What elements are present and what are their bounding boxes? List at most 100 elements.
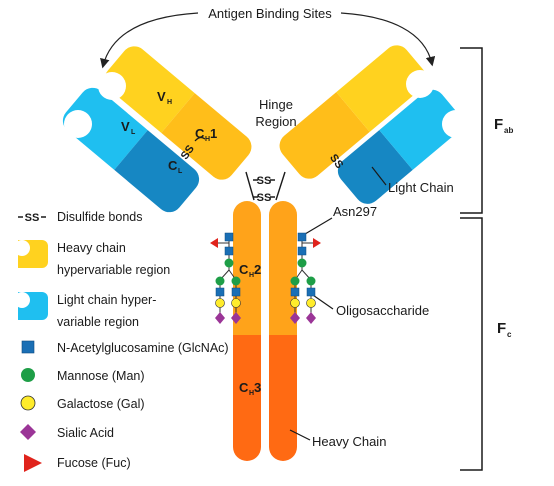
svg-text:variable region: variable region [57,315,139,329]
left-heavy-ch1-domain [161,93,252,180]
left-arc-arrow [100,12,199,69]
sialic-acid-diamond-icon [215,312,225,324]
antigen-binding-sites-title: Antigen Binding Sites [208,6,332,21]
svg-text:L: L [131,129,136,136]
svg-text:H: H [249,390,254,397]
right-heavy-stem-ch2 [269,201,297,335]
glcnac-square-icon [297,232,307,242]
svg-text:H: H [167,99,172,106]
mannose-circle-icon [215,276,225,286]
hinge-disulfide-bonds: SS SS [253,175,275,204]
svg-text:hypervariable region: hypervariable region [57,263,170,277]
svg-text:Fucose (Fuc): Fucose (Fuc) [57,456,131,470]
left-fab-arm [62,46,252,213]
fucose-triangle-icon [313,238,321,248]
left-arm-disulfide-link [194,136,206,142]
legend-item-sialic-acid: Sialic Acid [20,424,114,440]
yellow-circle-icon [20,395,36,411]
glcnac-square-icon [297,246,307,256]
galactose-circle-icon [306,298,316,308]
right-arc-arrow [340,12,436,67]
light-chain-label: Light Chain [388,180,454,195]
disulfide-bond-icon: SS [25,212,40,224]
cl-label: C [168,158,178,173]
left-glycan-chain [210,232,241,324]
light-chain-leader [371,166,387,186]
heavy-chain-label: Heavy Chain [312,434,386,449]
left-light-binding-notch [64,110,92,138]
svg-text:Light chain hyper-: Light chain hyper- [57,293,156,307]
red-triangle-icon [24,454,42,472]
oligosaccharide-label: Oligosaccharide [336,303,429,318]
mannose-circle-icon [306,276,316,286]
right-light-variable-domain [379,89,462,170]
left-heavy-variable-domain [104,46,195,133]
svg-text:N-Acetylglucosamine (GlcNAc): N-Acetylglucosamine (GlcNAc) [57,341,229,355]
legend-item-heavy-hypervariable: Heavy chain hypervariable region [14,240,170,277]
fc-label: F [497,320,506,337]
galactose-circle-icon [215,298,225,308]
hinge-label-line2: Region [255,114,296,129]
glcnac-square-icon [224,232,234,242]
ch3-label: C [239,380,249,395]
svg-text:L: L [178,168,183,175]
glcnac-square-icon [306,287,316,297]
legend-item-glcnac: N-Acetylglucosamine (GlcNAc) [21,340,229,355]
fucose-triangle-icon [210,238,218,248]
domain-labels: V H V L C H 1 C L C H 2 C H 3 [121,89,261,397]
legend-item-disulfide: SS Disulfide bonds [18,210,142,224]
blue-square-icon [21,340,35,354]
purple-diamond-icon [20,424,36,440]
svg-text:SS: SS [257,175,272,187]
mannose-circle-icon [231,276,241,286]
legend: SS Disulfide bonds Heavy chain hypervari… [14,210,229,472]
left-heavy-stem-ch3 [233,335,261,461]
left-light-variable-domain [62,87,148,170]
ch1-label: C [195,126,205,141]
vl-label: V [121,119,130,134]
ch2-label: C [239,262,249,277]
right-light-constant-domain [337,130,413,204]
right-fab-arm [279,45,470,204]
svg-text:H: H [249,272,254,279]
svg-text:Heavy chain: Heavy chain [57,241,126,255]
sialic-acid-diamond-icon [306,312,316,324]
right-heavy-stem-ch3 [269,335,297,461]
legend-item-light-hypervariable: Light chain hyper- variable region [14,292,156,329]
left-light-constant-domain [114,130,200,213]
mannose-circle-icon [224,258,234,268]
legend-item-galactose: Galactose (Gal) [20,395,145,411]
glcnac-square-icon [231,287,241,297]
fc-bracket [460,217,483,471]
left-heavy-binding-notch [98,72,126,100]
asn297-label: Asn297 [333,204,377,219]
heavy-chain-leader [289,429,311,441]
galactose-circle-icon [231,298,241,308]
glcnac-square-icon [290,287,300,297]
legend-item-mannose: Mannose (Man) [21,368,145,383]
svg-text:Mannose (Man): Mannose (Man) [57,369,145,383]
glcnac-square-icon [224,246,234,256]
svg-text:Sialic Acid: Sialic Acid [57,426,114,440]
galactose-circle-icon [290,298,300,308]
right-heavy-variable-domain [336,45,427,132]
fab-bracket [460,47,483,214]
sialic-acid-diamond-icon [290,312,300,324]
mannose-circle-icon [297,258,307,268]
svg-text:c: c [507,330,512,339]
green-circle-icon [21,368,35,382]
svg-text:ab: ab [504,126,513,135]
sialic-acid-diamond-icon [231,312,241,324]
vh-label: V [157,89,166,104]
hinge-label-line1: Hinge [259,97,293,112]
legend-item-fucose: Fucose (Fuc) [24,454,131,472]
right-heavy-ch1-domain [279,92,370,179]
right-glycan-chain [290,232,321,324]
svg-text:SS: SS [257,192,272,204]
svg-text:1: 1 [210,126,217,141]
fab-label: F [494,116,503,133]
svg-text:2: 2 [254,262,261,277]
hinge-connectors [245,171,286,201]
svg-text:3: 3 [254,380,261,395]
